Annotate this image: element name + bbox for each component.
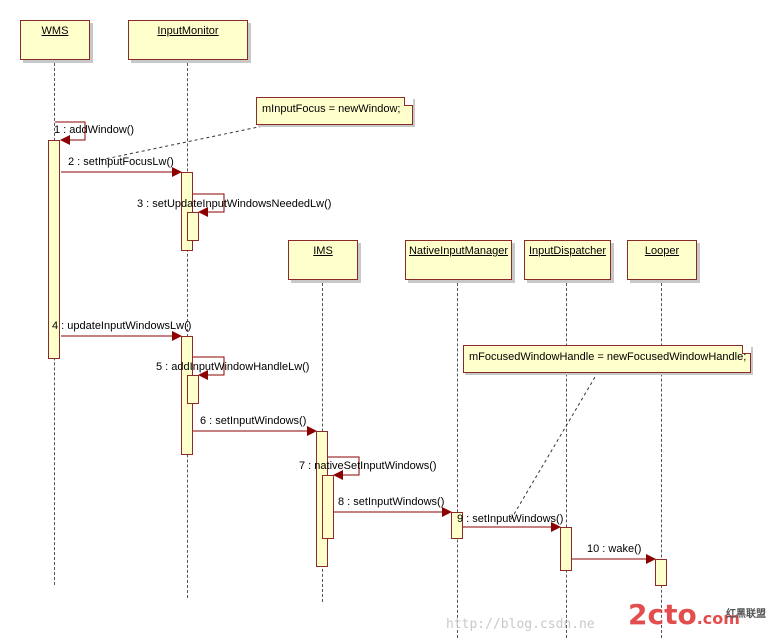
lifeline-inputdispatcher bbox=[566, 278, 567, 638]
participant-looper: Looper bbox=[627, 240, 697, 280]
participant-nativeinputmanager: NativeInputManager bbox=[405, 240, 512, 280]
participant-label: NativeInputManager bbox=[408, 245, 509, 257]
note-text: mInputFocus = newWindow; bbox=[262, 103, 401, 115]
participant-label: Looper bbox=[644, 245, 680, 257]
participant-label: IMS bbox=[313, 245, 333, 257]
message-label-3: 3 : setUpdateInputWindowsNeededLw() bbox=[137, 198, 332, 210]
activation-inputmonitor-1-nested bbox=[187, 212, 199, 241]
activation-ims-nested bbox=[322, 475, 334, 539]
watermark-url: http://blog.csdn.ne bbox=[446, 617, 595, 632]
note-input-focus: mInputFocus = newWindow; bbox=[256, 97, 413, 125]
lifeline-inputmonitor bbox=[187, 58, 188, 598]
message-label-5: 5 : addInputWindowHandleLw() bbox=[156, 361, 310, 373]
watermark-logo-text: 2cto bbox=[628, 598, 697, 631]
participant-label: InputMonitor bbox=[157, 25, 219, 37]
participant-inputmonitor: InputMonitor bbox=[128, 20, 248, 60]
message-label-10: 10 : wake() bbox=[587, 543, 642, 555]
participant-wms: WMS bbox=[20, 20, 90, 60]
activation-inputmonitor-2-nested bbox=[187, 375, 199, 404]
activation-nativeinputmanager bbox=[451, 512, 463, 539]
activation-wms bbox=[48, 140, 60, 359]
note-connector-2 bbox=[509, 371, 599, 522]
watermark-logo-suffix: .com bbox=[696, 609, 740, 628]
message-label-8: 8 : setInputWindows() bbox=[338, 496, 445, 508]
message-label-1: 1 : addWindow() bbox=[54, 124, 135, 136]
arrow-3 bbox=[193, 193, 225, 217]
note-fold-corner bbox=[742, 345, 751, 354]
arrow-7 bbox=[328, 456, 360, 480]
participant-ims: IMS bbox=[288, 240, 358, 280]
lifeline-looper bbox=[661, 278, 662, 638]
participant-label: WMS bbox=[41, 25, 69, 37]
watermark-logo-cn: 红黑联盟 bbox=[726, 609, 766, 620]
note-text: mFocusedWindowHandle = newFocusedWindowH… bbox=[469, 351, 747, 363]
message-label-4: 4 : updateInputWindowsLw() bbox=[52, 320, 192, 332]
participant-inputdispatcher: InputDispatcher bbox=[524, 240, 611, 280]
participant-label: InputDispatcher bbox=[528, 245, 607, 257]
message-label-6: 6 : setInputWindows() bbox=[200, 415, 307, 427]
note-focused-window-handle: mFocusedWindowHandle = newFocusedWindowH… bbox=[463, 345, 751, 373]
message-label-2: 2 : setInputFocusLw() bbox=[68, 156, 174, 168]
activation-looper bbox=[655, 559, 667, 586]
note-fold-corner bbox=[404, 97, 413, 106]
message-label-9: 9 : setInputWindows() bbox=[457, 513, 564, 525]
watermark-logo: 2cto.com bbox=[628, 598, 740, 631]
activation-inputdispatcher bbox=[560, 527, 572, 571]
message-label-7: 7 : nativeSetInputWindows() bbox=[299, 460, 437, 472]
note-connector-1 bbox=[99, 124, 269, 161]
arrow-1 bbox=[55, 121, 86, 145]
lifeline-nativeinputmanager bbox=[457, 278, 458, 638]
arrow-5 bbox=[193, 356, 225, 380]
